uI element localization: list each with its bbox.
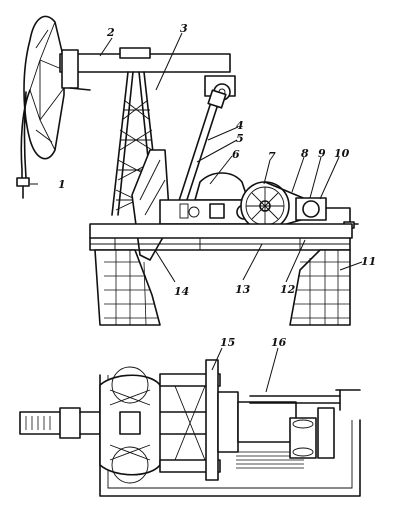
- label-4: 4: [236, 119, 244, 132]
- wireline: [16, 89, 31, 199]
- label-15: 15: [220, 336, 235, 349]
- belt-motor: [264, 181, 327, 231]
- label-3: 3: [180, 22, 188, 35]
- horsehead: [23, 15, 65, 160]
- base-frame: [89, 223, 353, 251]
- plan-crank: [99, 366, 161, 484]
- label-8: 8: [301, 147, 309, 160]
- plan-samson-post: [159, 359, 221, 481]
- label-11: 11: [361, 255, 376, 268]
- plan-gear-reducer: [217, 391, 304, 469]
- side-elevation: 1 2 3 4 5 6 7 8 9 10 11 12 13: [16, 15, 376, 326]
- walking-beam: [59, 47, 231, 91]
- label-13: 13: [235, 283, 251, 296]
- label-12: 12: [280, 283, 296, 296]
- pitman: [175, 89, 227, 213]
- label-14: 14: [174, 285, 189, 298]
- label-5: 5: [236, 132, 244, 145]
- label-9: 9: [318, 147, 326, 160]
- label-16: 16: [271, 336, 287, 349]
- labels-plan: 15 16: [211, 336, 287, 393]
- foundation-left: [94, 249, 161, 326]
- label-1: 1: [58, 178, 66, 191]
- label-7: 7: [268, 150, 276, 163]
- labels-side: 1 2 3 4 5 6 7 8 9 10 11 12 13: [30, 22, 376, 298]
- plan-motor: [249, 389, 361, 459]
- plan-view: 15 16: [19, 336, 361, 497]
- foundation-right: [289, 249, 351, 326]
- label-2: 2: [106, 26, 115, 39]
- label-10: 10: [334, 147, 350, 160]
- label-6: 6: [232, 148, 240, 161]
